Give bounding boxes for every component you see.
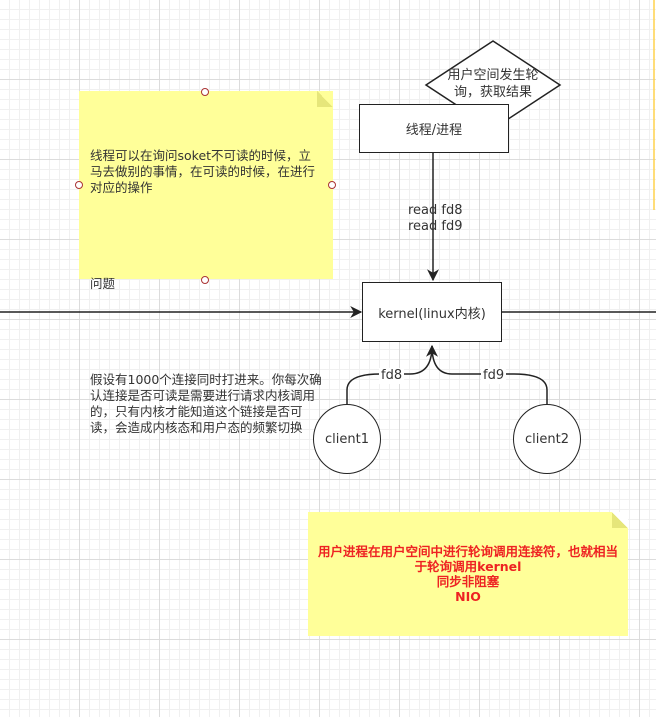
note-left-line-3: 问题 xyxy=(90,276,116,291)
client1-edge-label: fd8 xyxy=(379,368,405,384)
read-edge-label: read fd8 read fd9 xyxy=(408,203,468,235)
note-bottom-line-3: NIO xyxy=(455,589,481,604)
note-fold-corner xyxy=(317,91,333,107)
process-box-label: 线程/进程 xyxy=(405,123,463,138)
resize-handle-right[interactable] xyxy=(328,181,336,189)
note-left-line-2 xyxy=(90,228,322,244)
read-fd8-label: read fd8 xyxy=(408,203,463,218)
kernel-box[interactable]: kernel(linux内核) xyxy=(362,282,502,342)
sticky-note-polling-problem[interactable]: 线程可以在询问soket不可读的时候，立马去做别的事情，在可读的时候，在进行对应… xyxy=(79,91,333,435)
kernel-box-label: kernel(linux内核) xyxy=(378,306,486,322)
note-left-line-5: 假设有1000个连接同时打进来。你每次确认连接是否可读是需要进行请求内核调用的，… xyxy=(90,372,322,435)
sticky-note-nio[interactable]: 用户进程在用户空间中进行轮询调用连接符，也就相当于轮询调用kernel 同步非阻… xyxy=(308,512,628,636)
client2-node[interactable]: client2 xyxy=(513,404,581,474)
client1-label: client1 xyxy=(325,431,369,447)
client2-to-kernel-edge[interactable] xyxy=(431,345,548,404)
note-left-line-4 xyxy=(90,324,322,340)
note-bottom-line-2: 同步非阻塞 xyxy=(436,574,500,589)
client2-edge-label: fd9 xyxy=(481,368,507,384)
resize-handle-bottom[interactable] xyxy=(201,276,209,284)
note-left-line-1: 线程可以在询问soket不可读的时候，立马去做别的事情，在可读的时候，在进行对应… xyxy=(90,148,316,195)
process-box[interactable]: 线程/进程 xyxy=(359,104,509,153)
diamond-label: 用户空间发生轮询，获取结果 xyxy=(447,68,539,100)
read-fd9-label: read fd9 xyxy=(408,219,463,234)
client1-node[interactable]: client1 xyxy=(313,404,381,474)
note-fold-corner xyxy=(612,512,628,528)
note-bottom-line-1: 用户进程在用户空间中进行轮询调用连接符，也就相当于轮询调用kernel xyxy=(317,544,618,574)
client2-label: client2 xyxy=(525,431,569,447)
resize-handle-top[interactable] xyxy=(201,88,209,96)
resize-handle-left[interactable] xyxy=(75,181,83,189)
